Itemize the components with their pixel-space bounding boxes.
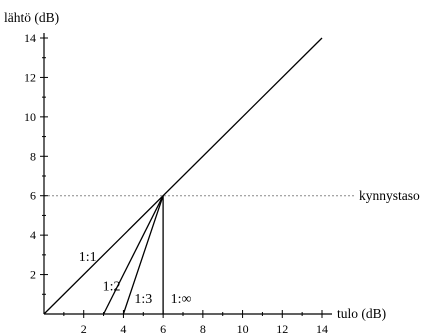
y-tick-label: 8 [30, 149, 36, 163]
series-line-2 [103, 195, 164, 315]
y-tick-label: 10 [24, 110, 36, 124]
series-label-1: 1:1 [79, 250, 97, 265]
y-tick-label: 4 [30, 228, 36, 242]
y-tick-label: 12 [24, 70, 36, 84]
x-tick-label: 8 [200, 322, 206, 335]
series-label-4: 1:∞ [171, 292, 192, 307]
x-tick-label: 6 [160, 322, 166, 335]
series-line-1 [43, 37, 323, 315]
series-label-3: 1:3 [134, 292, 152, 307]
x-axis-label: tulo (dB) [337, 306, 386, 321]
y-tick-label: 2 [30, 268, 36, 282]
series-layer [43, 37, 323, 315]
x-tick-label: 2 [81, 322, 87, 335]
series-line-3 [122, 195, 164, 315]
y-tick-label: 6 [30, 189, 36, 203]
x-tick-label: 14 [316, 322, 328, 335]
x-tick-label: 10 [237, 322, 249, 335]
y-tick-label: 14 [24, 31, 36, 45]
x-tick-label: 4 [120, 322, 126, 335]
labels-layer: kynnystaso lähtö (dB) tulo (dB) 1:1 1:2 1:3 1:… [4, 10, 420, 321]
x-tick-label: 12 [276, 322, 288, 335]
axes-layer: 2 4 6 8 10 12 14 2 4 6 8 10 12 14 [24, 31, 332, 335]
series-label-2: 1:2 [103, 279, 121, 294]
threshold-label: kynnystaso [359, 188, 420, 203]
y-axis-label: lähtö (dB) [4, 10, 59, 25]
